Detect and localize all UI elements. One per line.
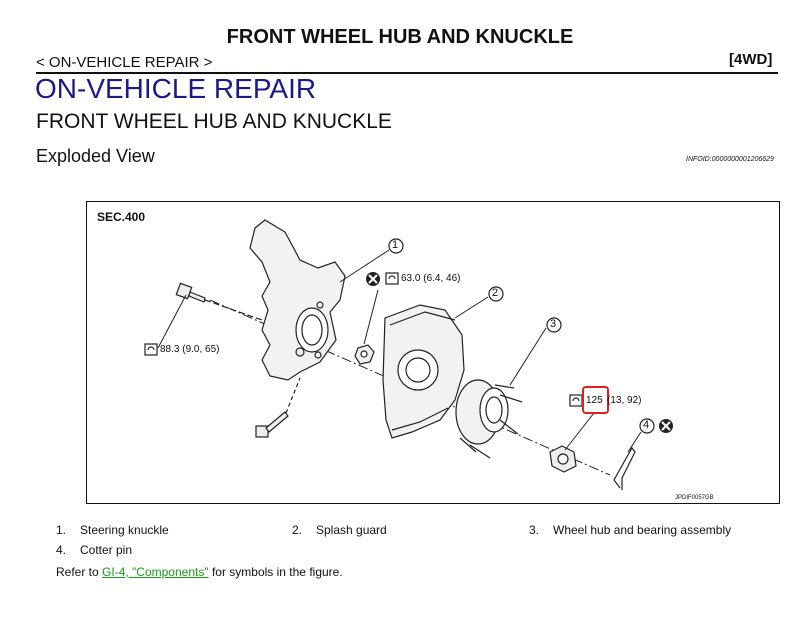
legend-text: Splash guard — [316, 523, 387, 537]
view-title: Exploded View — [36, 146, 155, 166]
info-id: INFOID:0000000001206629 — [686, 156, 774, 163]
breadcrumb: < ON-VEHICLE REPAIR > — [36, 54, 213, 71]
section-heading: ON-VEHICLE REPAIR — [35, 73, 317, 104]
callout-circles — [388, 238, 655, 434]
knuckle-bolt-drawing — [175, 282, 263, 321]
section-code-label: SEC.400 — [97, 210, 146, 224]
torque-knuckle-bolt: 88.3 (9.0, 65) — [160, 344, 220, 355]
splash-guard-nut-drawing — [354, 344, 375, 365]
drivetrain-variant-label: [4WD] — [729, 51, 773, 68]
refer-suffix: for symbols in the figure. — [208, 565, 343, 579]
sub-heading: FRONT WHEEL HUB AND KNUCKLE — [36, 110, 392, 133]
cotter-pin-drawing — [613, 446, 636, 490]
callout-3-number: 3 — [550, 318, 557, 330]
torque-wrench-icon — [569, 394, 583, 407]
callout-2-number: 2 — [492, 287, 499, 299]
header-divider — [36, 72, 778, 74]
splash-guard-drawing — [382, 304, 465, 439]
legend-number: 2. — [292, 523, 303, 537]
callout-3-circle — [546, 317, 562, 333]
legend-number: 1. — [56, 523, 67, 537]
legend-number: 4. — [56, 543, 67, 557]
callout-2-circle — [488, 286, 504, 302]
legend-text: Steering knuckle — [80, 523, 169, 537]
callout-4-number: 4 — [643, 419, 650, 431]
callout-1-number: 1 — [392, 239, 399, 251]
do-not-reuse-icon — [366, 272, 380, 286]
wheel-hub-drawing — [455, 379, 523, 459]
legend-number: 3. — [529, 523, 540, 537]
torque-wrench-icon — [144, 343, 158, 356]
steering-knuckle-drawing — [249, 219, 346, 381]
exploded-view-figure — [86, 201, 780, 504]
figure-code: JPDIF0057GB — [675, 495, 714, 501]
torque-hub-nut-units: (13, 92) — [607, 395, 642, 406]
document-title: FRONT WHEEL HUB AND KNUCKLE — [226, 26, 574, 48]
hub-nut-drawing — [549, 445, 577, 473]
torque-highlight-box — [582, 386, 609, 414]
leader-lines — [157, 249, 642, 453]
torque-hub-nut-value: 125 — [586, 395, 603, 406]
legend-text: Wheel hub and bearing assembly — [553, 523, 732, 537]
torque-splash-nut: 63.0 (6.4, 46) — [401, 273, 461, 284]
legend-text: Cotter pin — [80, 543, 133, 557]
refer-note: Refer to GI-4, "Components" for symbols … — [56, 565, 343, 579]
callout-4-circle — [639, 418, 655, 434]
refer-prefix: Refer to — [56, 565, 103, 579]
callout-1-circle — [388, 238, 404, 254]
torque-wrench-icon — [385, 272, 399, 285]
lower-bolt-drawing — [255, 377, 301, 438]
components-link[interactable]: GI-4, "Components" — [102, 565, 209, 579]
do-not-reuse-icon — [659, 419, 673, 433]
